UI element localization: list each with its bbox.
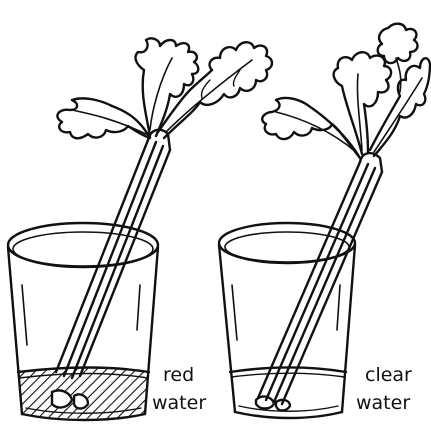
left-red-water — [18, 368, 149, 419]
left-celery-leaves — [57, 38, 272, 138]
right-celery-stalk — [258, 153, 382, 404]
label-clear-water: water — [356, 392, 410, 414]
right-celery-leaves — [262, 24, 430, 158]
label-red-water: water — [152, 392, 206, 414]
label-red: red — [163, 364, 194, 386]
right-glass — [219, 223, 355, 418]
label-clear: clear — [365, 364, 412, 386]
